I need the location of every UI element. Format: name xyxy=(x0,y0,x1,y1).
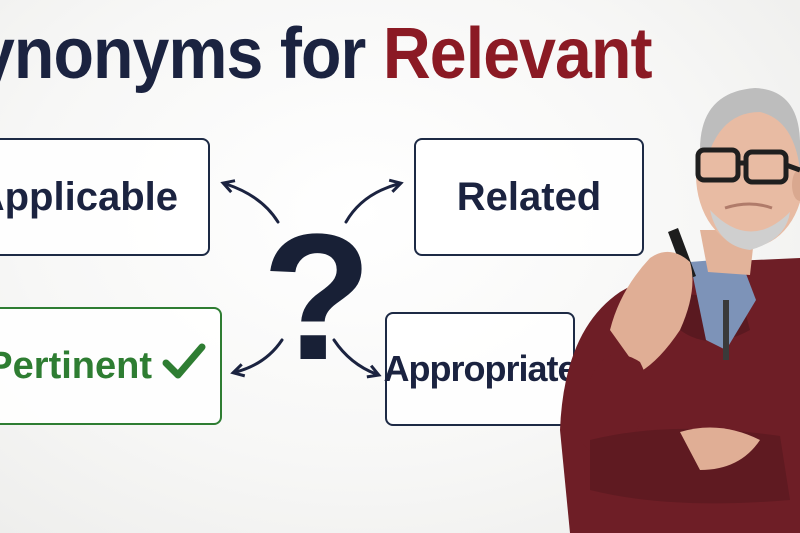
option-related-label: Related xyxy=(456,174,602,219)
option-pertinent-label: Pertinent xyxy=(0,344,152,387)
option-applicable-box: Applicable xyxy=(0,138,210,256)
curved-arrow-icon xyxy=(230,338,284,378)
title-highlight: Relevant xyxy=(382,14,653,94)
option-appropriate-box: Appropriate xyxy=(383,312,578,426)
curved-arrow-icon xyxy=(344,178,404,224)
option-pertinent-box: Pertinent xyxy=(0,307,222,425)
page-title: ynonyms for Relevant xyxy=(0,18,653,90)
curved-arrow-icon xyxy=(332,338,382,379)
curved-arrow-icon xyxy=(220,179,280,224)
title-prefix: ynonyms for xyxy=(0,14,366,94)
option-appropriate-label: Appropriate xyxy=(383,348,578,389)
question-mark: ? xyxy=(262,197,372,398)
thinking-man-illustration xyxy=(560,88,800,533)
check-icon xyxy=(162,341,206,391)
option-related-box: Related xyxy=(414,138,644,256)
option-applicable-label: Applicable xyxy=(0,174,178,219)
